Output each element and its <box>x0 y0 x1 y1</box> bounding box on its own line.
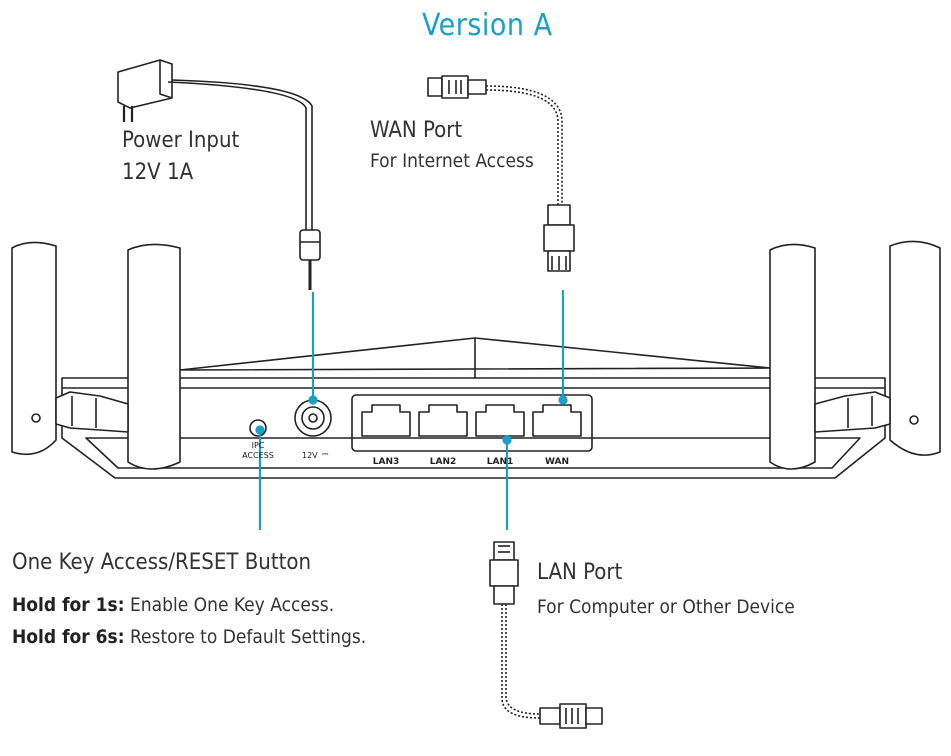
router-front-panel <box>85 437 861 469</box>
reset-hold-1s-value: Enable One Key Access. <box>124 594 335 616</box>
wan-port-label: WAN Port <box>370 118 463 143</box>
wan-port-desc: For Internet Access <box>370 150 534 172</box>
power-jack-label: 12V <box>302 451 318 460</box>
right-antenna-outer <box>889 240 941 456</box>
left-antenna-outer <box>11 241 57 456</box>
port-lan3-icon <box>361 404 411 437</box>
port-label-lan3: LAN3 <box>373 457 400 467</box>
dc-plug-icon <box>299 229 321 261</box>
reset-button-icon <box>249 419 267 437</box>
lan-port-label: LAN Port <box>537 560 623 585</box>
reset-hold-6s-key: Hold for 6s: <box>12 626 125 648</box>
left-antenna-inner <box>127 243 181 470</box>
port-label-wan: WAN <box>545 457 569 467</box>
port-wan-icon <box>532 404 582 437</box>
port-lan2-icon <box>418 404 468 437</box>
diagram-title: Version A <box>422 8 553 43</box>
power-adapter-icon <box>117 59 173 109</box>
router-body <box>61 377 886 479</box>
port-label-lan1: LAN1 <box>487 457 514 467</box>
reset-hold-6s: Hold for 6s: Restore to Default Settings… <box>12 626 366 648</box>
reset-hold-1s: Hold for 1s: Enable One Key Access. <box>12 594 334 616</box>
lan-cable-plug-bottom <box>539 703 603 729</box>
reset-hold-6s-value: Restore to Default Settings. <box>124 626 367 648</box>
lan-port-desc: For Computer or Other Device <box>537 596 795 618</box>
reset-button-label: One Key Access/RESET Button <box>12 550 312 575</box>
ethernet-port-block <box>351 394 593 452</box>
port-lan1-icon <box>475 404 525 437</box>
right-antenna-inner <box>769 243 816 470</box>
lan-cable-plug-top <box>489 541 519 605</box>
reset-label-line2: ACCESS <box>242 451 274 460</box>
reset-label-line1: IPC <box>252 441 265 450</box>
port-label-lan2: LAN2 <box>430 457 457 467</box>
power-spec-label: 12V 1A <box>122 160 194 185</box>
svg-text:⎓: ⎓ <box>322 449 329 458</box>
reset-hold-1s-key: Hold for 1s: <box>12 594 125 616</box>
wan-cable-plug-top <box>427 75 487 99</box>
left-hinge <box>55 391 129 433</box>
power-input-label: Power Input <box>122 128 240 153</box>
wan-cable-plug-bottom <box>543 204 575 272</box>
